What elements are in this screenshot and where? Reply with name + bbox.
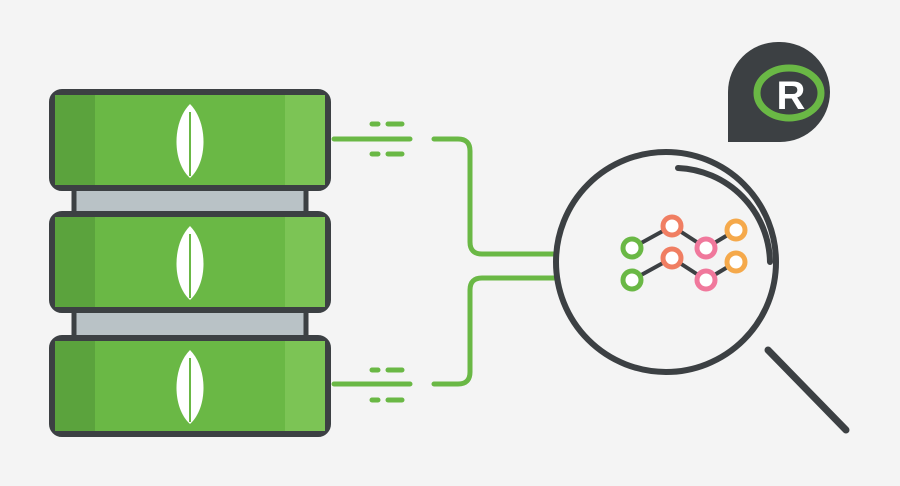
- r-logo-letter: R: [777, 74, 806, 118]
- data-point: [620, 236, 644, 260]
- database-disk-top: [49, 89, 331, 191]
- r-logo-ring: [753, 64, 825, 122]
- data-point: [660, 214, 684, 238]
- database-stack: [49, 89, 331, 437]
- data-point: [620, 268, 644, 292]
- connection-line-top: [331, 136, 603, 257]
- data-point: [724, 250, 748, 274]
- r-logo-badge: R: [728, 42, 830, 142]
- database-disk-bottom: [49, 335, 331, 437]
- data-point: [694, 268, 718, 292]
- connection-lines: [331, 121, 603, 403]
- data-point: [724, 218, 748, 242]
- connection-line-bottom: [331, 275, 603, 387]
- magnifier-icon: [553, 149, 850, 434]
- database-disk-middle: [49, 211, 331, 313]
- data-point: [694, 236, 718, 260]
- data-chart-graphic: [620, 214, 748, 292]
- data-point: [660, 246, 684, 270]
